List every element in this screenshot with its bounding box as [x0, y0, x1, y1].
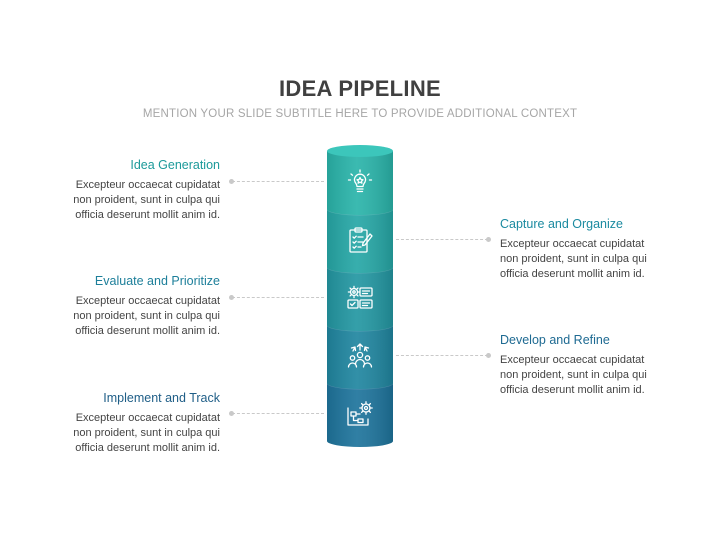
stage-title: Implement and Track: [103, 391, 220, 405]
description-line: Excepteur occaecat cupidatat: [75, 179, 220, 191]
connector-line-2: [396, 239, 488, 240]
description-line: non proident, sunt in culpa qui: [500, 369, 647, 381]
stage-description: Excepteur occaecat cupidatat non proiden…: [20, 178, 220, 223]
description-line: officia deserunt mollit anim id.: [500, 268, 645, 280]
connector-dot-1: [229, 179, 234, 184]
connector-line-4: [396, 355, 488, 356]
connector-line-5: [232, 413, 324, 414]
stage-title: Capture and Organize: [500, 217, 623, 231]
description-line: officia deserunt mollit anim id.: [75, 442, 220, 454]
clipboard-checklist-icon: [349, 227, 373, 253]
stage-title: Develop and Refine: [500, 333, 610, 347]
cylinder-segment-5: [326, 382, 394, 447]
stage-implement-and-track: Implement and Track Excepteur occaecat c…: [20, 391, 220, 456]
stage-title: Idea Generation: [130, 158, 220, 172]
team-growth-icon: [347, 343, 373, 368]
description-line: officia deserunt mollit anim id.: [500, 384, 645, 396]
stage-capture-and-organize: Capture and Organize Excepteur occaecat …: [500, 217, 700, 282]
connector-dot-2: [486, 237, 491, 242]
connector-dot-5: [229, 411, 234, 416]
description-line: non proident, sunt in culpa qui: [500, 253, 647, 265]
flowchart-gear-icon: [347, 401, 373, 426]
cylinder-segment-3: [326, 266, 394, 331]
description-line: Excepteur occaecat cupidatat: [500, 238, 645, 250]
description-line: Excepteur occaecat cupidatat: [75, 295, 220, 307]
stage-idea-generation: Idea Generation Excepteur occaecat cupid…: [20, 158, 220, 223]
stage-title: Evaluate and Prioritize: [94, 274, 220, 288]
connector-dot-4: [486, 353, 491, 358]
connector-line-1: [232, 181, 324, 182]
stage-description: Excepteur occaecat cupidatat non proiden…: [500, 353, 700, 398]
stage-description: Excepteur occaecat cupidatat non proiden…: [500, 237, 700, 282]
description-line: Excepteur occaecat cupidatat: [500, 354, 645, 366]
cylinder-segment-2: [326, 208, 394, 273]
lightbulb-icon: [347, 169, 373, 193]
description-line: non proident, sunt in culpa qui: [73, 427, 220, 439]
description-line: non proident, sunt in culpa qui: [73, 194, 220, 206]
slide-subtitle: MENTION YOUR SLIDE SUBTITLE HERE TO PROV…: [142, 108, 578, 120]
stage-develop-and-refine: Develop and Refine Excepteur occaecat cu…: [500, 333, 700, 398]
slide-title: IDEA PIPELINE: [278, 76, 441, 101]
gear-documents-icon: [347, 285, 373, 309]
stage-description: Excepteur occaecat cupidatat non proiden…: [20, 294, 220, 339]
description-line: Excepteur occaecat cupidatat: [75, 412, 220, 424]
stage-description: Excepteur occaecat cupidatat non proiden…: [20, 411, 220, 456]
description-line: non proident, sunt in culpa qui: [73, 310, 220, 322]
connector-line-3: [232, 297, 324, 298]
description-line: officia deserunt mollit anim id.: [75, 209, 220, 221]
stage-evaluate-and-prioritize: Evaluate and Prioritize Excepteur occaec…: [20, 274, 220, 339]
cylinder-top-cap: [327, 145, 393, 157]
connector-dot-3: [229, 295, 234, 300]
cylinder-segment-1: [327, 151, 393, 215]
description-line: officia deserunt mollit anim id.: [75, 325, 220, 337]
